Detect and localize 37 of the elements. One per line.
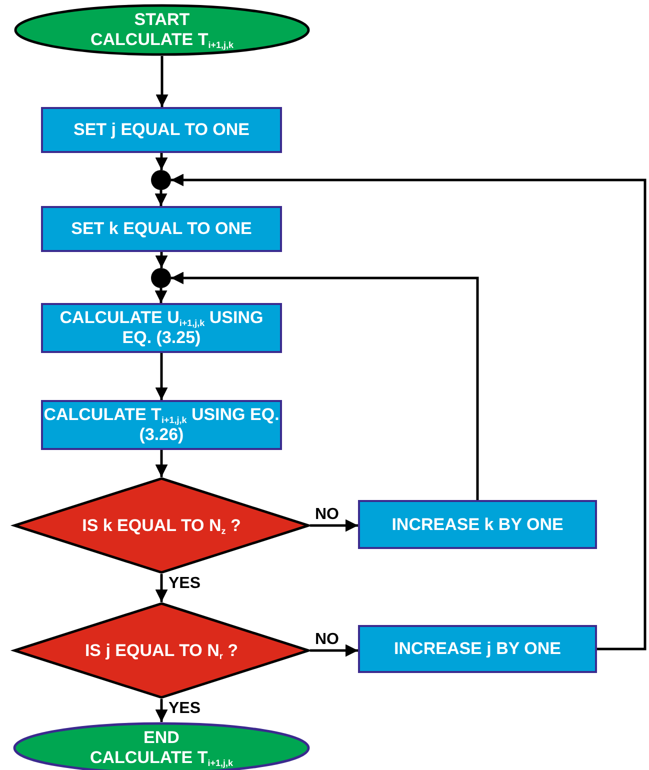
arrow [156, 56, 168, 107]
decision-diamond [13, 602, 310, 699]
node-text: CALCULATE T$_{i+1,j,k}$ [90, 30, 234, 50]
node-text: END [144, 728, 180, 748]
terminal-ellipse [14, 4, 310, 56]
arrow [154, 288, 168, 303]
node-text: INCREASE k BY ONE [392, 514, 564, 534]
arrow [310, 519, 358, 532]
node-text: SET k EQUAL TO ONE [71, 219, 252, 239]
process-box [41, 303, 282, 353]
junction-dot [151, 170, 171, 190]
node-text: INCREASE j BY ONE [394, 639, 561, 659]
edge-label: NO [314, 506, 340, 522]
arrow [171, 272, 479, 500]
node-text: SET j EQUAL TO ONE [73, 120, 250, 140]
process-box [358, 500, 597, 549]
arrow [155, 252, 168, 268]
node-text: CALCULATE T$_{i+1,j,k}$ [90, 748, 233, 768]
process-box [41, 206, 282, 252]
arrow [155, 574, 168, 602]
arrow [171, 174, 646, 650]
edge-label: NO [314, 630, 340, 648]
arrow [155, 153, 168, 170]
decision-diamond [13, 477, 310, 574]
process-box [41, 107, 282, 153]
arrow [154, 190, 168, 206]
node-text: START [134, 10, 190, 30]
process-box [358, 625, 597, 673]
node-text: IS k EQUAL TO N$_{z}$ ? [81, 516, 242, 536]
arrow [310, 644, 358, 657]
node-text: CALCULATE U$_{i+1,j,k}$ USING EQ. (3.25) [58, 308, 264, 348]
junction-dot [151, 268, 171, 288]
node-text: IS j EQUAL TO N$_{r}$ ? [84, 640, 240, 660]
arrow [155, 450, 168, 477]
node-text: CALCULATE T$_{i+1,j,k}$ USING EQ. (3.26) [43, 405, 280, 445]
arrow [155, 353, 168, 400]
arrow [155, 699, 168, 722]
